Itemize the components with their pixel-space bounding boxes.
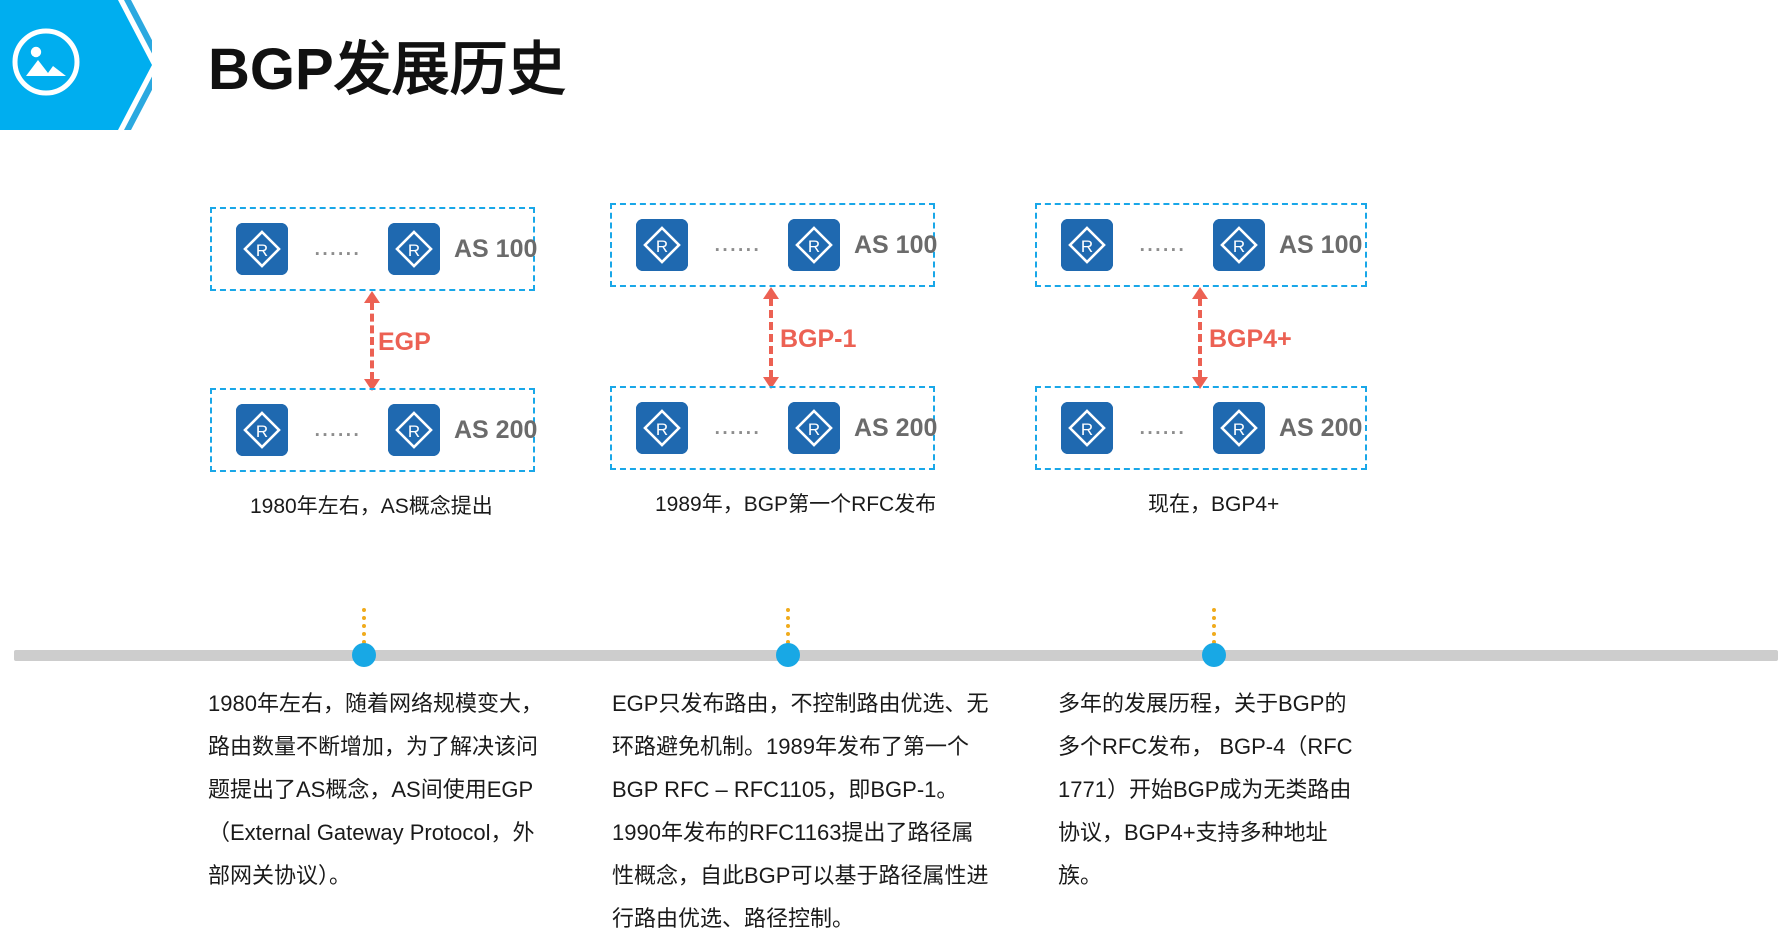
router-icon: R <box>236 223 288 275</box>
as-box-bottom-3: R ...... R AS 200 <box>1035 386 1367 470</box>
as-box-bottom-2: R ...... R AS 200 <box>610 386 938 470</box>
connector-dashed-line <box>769 298 773 378</box>
stage-paragraph-2: EGP只发布路由，不控制路由优选、无环路避免机制。1989年发布了第一个BGP … <box>612 691 989 931</box>
logo-banner-shape <box>0 0 152 130</box>
timeline-dot-2[interactable] <box>776 643 800 667</box>
router-icon: R <box>1061 219 1113 271</box>
svg-text:R: R <box>256 422 268 441</box>
stage-caption-3: 现在，BGP4+ <box>1148 493 1280 516</box>
router-icon: R <box>636 402 688 454</box>
svg-text:R: R <box>1081 420 1093 439</box>
as-number-label: AS 200 <box>454 415 538 444</box>
image-picture-icon <box>12 28 80 96</box>
svg-text:R: R <box>256 241 268 260</box>
arrow-up-icon <box>1192 287 1208 299</box>
stage-caption-2: 1989年，BGP第一个RFC发布 <box>655 493 937 516</box>
connector-dashed-line <box>1198 298 1202 378</box>
svg-text:R: R <box>808 237 820 256</box>
protocol-connector-3 <box>1192 287 1208 389</box>
as-number-label: AS 100 <box>854 230 938 259</box>
as-box-top-1: R ...... R AS 100 <box>210 207 538 291</box>
svg-text:R: R <box>656 420 668 439</box>
router-icon: R <box>388 404 440 456</box>
svg-text:R: R <box>408 241 420 260</box>
as-number-label: AS 100 <box>454 234 538 263</box>
stage-paragraph-1: 1980年左右，随着网络规模变大，路由数量不断增加，为了解决该问题提出了AS概念… <box>208 691 543 888</box>
router-icon: R <box>1213 402 1265 454</box>
router-icon: R <box>236 404 288 456</box>
protocol-label-2: BGP-1 <box>780 325 857 353</box>
as-box-bottom-1: R ...... R AS 200 <box>210 388 538 472</box>
stage-paragraph-3: 多年的发展历程，关于BGP的多个RFC发布， BGP-4（RFC 1771）开始… <box>1058 691 1353 888</box>
timeline-stem-3 <box>1212 608 1216 652</box>
stage-caption-1: 1980年左右，AS概念提出 <box>250 495 493 518</box>
svg-text:R: R <box>1081 237 1093 256</box>
ellipsis-dots: ...... <box>314 419 362 441</box>
svg-text:R: R <box>1233 420 1245 439</box>
page-title: BGP发展历史 <box>208 37 566 102</box>
protocol-connector-2 <box>763 287 779 389</box>
timeline-dot-1[interactable] <box>352 643 376 667</box>
ellipsis-dots: ...... <box>1139 234 1187 256</box>
ellipsis-dots: ...... <box>1139 417 1187 439</box>
as-box-top-3: R ...... R AS 100 <box>1035 203 1367 287</box>
page-header: BGP发展历史 <box>0 0 1792 140</box>
router-icon: R <box>1061 402 1113 454</box>
protocol-label-1: EGP <box>378 328 431 356</box>
svg-text:R: R <box>1233 237 1245 256</box>
router-icon: R <box>788 402 840 454</box>
protocol-label-3: BGP4+ <box>1209 325 1292 353</box>
arrow-up-icon <box>364 291 380 303</box>
timeline-stem-2 <box>786 608 790 652</box>
protocol-connector-1 <box>364 291 380 391</box>
router-icon: R <box>1213 219 1265 271</box>
connector-dashed-line <box>370 302 374 380</box>
svg-text:R: R <box>408 422 420 441</box>
as-number-label: AS 100 <box>1279 230 1363 259</box>
router-icon: R <box>388 223 440 275</box>
ellipsis-dots: ...... <box>714 234 762 256</box>
as-number-label: AS 200 <box>854 413 938 442</box>
arrow-up-icon <box>763 287 779 299</box>
ellipsis-dots: ...... <box>314 238 362 260</box>
timeline-dot-3[interactable] <box>1202 643 1226 667</box>
timeline-stem-1 <box>362 608 366 652</box>
svg-text:R: R <box>656 237 668 256</box>
router-icon: R <box>636 219 688 271</box>
router-icon: R <box>788 219 840 271</box>
logo-banner <box>0 0 152 130</box>
as-number-label: AS 200 <box>1279 413 1363 442</box>
as-box-top-2: R ...... R AS 100 <box>610 203 938 287</box>
ellipsis-dots: ...... <box>714 417 762 439</box>
timeline-bar <box>14 650 1778 661</box>
svg-text:R: R <box>808 420 820 439</box>
